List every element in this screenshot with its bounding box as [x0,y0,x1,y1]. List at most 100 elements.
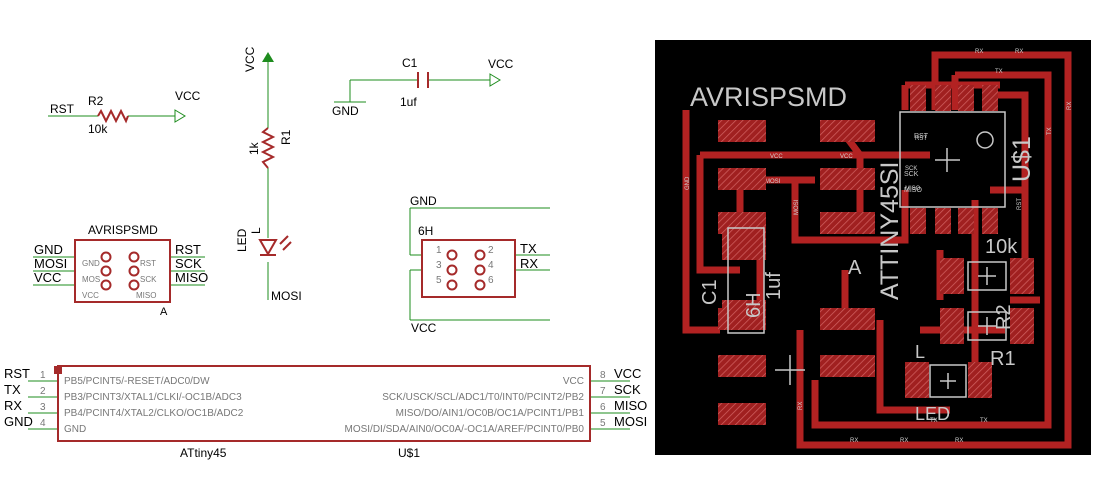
trace-label-miso-1: MISO [905,186,921,192]
avr-left-net-2: MOSI [34,256,67,271]
attiny-right-num-1: 8 [600,370,606,381]
avr-right-pin-1: RST [140,259,156,268]
attiny-right-pin-3: MISO/DO/AIN1/OC0B/OC1A/PCINT1/PB1 [396,408,585,419]
board-trace-labels: RX RX TX VCC VCC MOSI GND RST SCK MISO R… [685,49,1073,444]
attiny-pin1-marker [54,366,62,374]
attiny-left-num-4: 4 [40,418,46,429]
led-name: LED [235,228,249,252]
avr-left-net-3: VCC [34,270,61,285]
board-u1-name: U$1 [1008,136,1036,182]
avr-left-pin-2: MOS [82,275,100,284]
header-body [421,239,516,298]
header-pin-1: 1 [436,245,442,256]
attiny-right-net-2: SCK [614,382,641,397]
attiny-left-num-2: 2 [40,386,46,397]
attiny-left-pin-2: PB3/PCINT3/XTAL1/CLKI/-OC1B/ADC3 [64,392,242,403]
r1-name: R1 [279,129,293,145]
trace-label-rst-2: RST [1017,198,1023,210]
board-r1-value: 10k [985,236,1018,258]
trace-label-mosi-2: MOSI [794,199,800,215]
header-net-vcc: VCC [411,321,437,335]
silkscreen [727,111,1007,398]
attiny-left-pin-4: GND [64,424,86,435]
avr-body [74,239,171,303]
board-traces [682,51,1072,449]
header-pin-4: 4 [488,260,494,271]
attiny-right-num-3: 6 [600,402,606,413]
trace-label-rx-7: RX [798,402,804,410]
board-c1-name: C1 [699,279,721,305]
attiny-right-pin-2: SCK/USCK/SCL/ADC1/T0/INT0/PCINT2/PB2 [382,392,584,403]
c1-value: 1uf [400,95,417,109]
c1-name: C1 [402,56,418,70]
attiny-value: ATtiny45 [180,446,227,460]
trace-label-tx-2: TX [930,418,938,424]
r2-resistor-symbol [97,108,129,124]
vcc-arrow-r1 [262,52,274,62]
board-ic-pad-sck: SCK [904,171,919,178]
avr-left-pin-3: VCC [82,291,99,300]
led-net-bottom: MOSI [271,289,302,303]
board-avr-ref: A [848,257,862,279]
trace-label-rx-6: RX [1067,102,1073,110]
header-net-gnd: GND [410,194,437,208]
board-layout: RX RX TX VCC VCC MOSI GND RST SCK MISO R… [655,40,1091,455]
schematic-wires [28,60,630,430]
trace-label-tx-3: TX [980,418,988,424]
r1-value: 1k [247,141,261,155]
c1-net-left: GND [332,104,359,118]
attiny-left-net-1: RST [4,366,30,381]
board-hdr-name: 6H [743,292,765,318]
board-led-name: LED [915,404,950,424]
avr-title: AVRISPSMD [88,223,158,237]
attiny-left-net-2: TX [4,382,21,397]
avr-ref: A [160,306,168,318]
vcc-arrow-r2 [174,109,186,123]
vcc-arrow-c1 [489,73,501,87]
avr-left-pin-1: GND [82,259,100,268]
smd-pads [722,230,1034,398]
trace-label-rx-2: RX [1015,49,1023,55]
attiny-left-pin-1: PB5/PCINT5/-RESET/ADC0/DW [64,376,210,387]
attiny-right-pin-1: VCC [563,376,584,387]
trace-label-vcc-2: VCC [840,154,853,160]
attiny-right-num-4: 5 [600,418,606,429]
board-u1-value: ATTINY45SI [876,162,904,300]
attiny-left-net-3: RX [4,398,22,413]
header-net-tx: TX [520,241,537,256]
avr-right-net-2: SCK [175,256,202,271]
avr-left-net-1: GND [34,242,63,257]
attiny-left-net-4: GND [4,414,33,429]
led-symbol [258,235,292,257]
ic-pads [910,85,998,234]
header-pin-5: 5 [436,275,442,286]
attiny-name: U$1 [398,446,420,460]
r2-net-left: RST [50,102,75,116]
trace-label-gnd-1: GND [685,176,691,190]
avr-pin-circles [100,251,140,291]
avr-right-net-1: RST [175,242,201,257]
board-ic-pad-rst: RST [914,133,929,140]
attiny-right-num-2: 7 [600,386,606,397]
header-pin-circles [446,249,486,291]
board-avr-title: AVRISPSMD [690,82,847,112]
avr-right-net-3: MISO [175,270,208,285]
attiny-right-net-1: VCC [614,366,641,381]
avr-right-pin-2: SCK [140,275,157,284]
attiny-left-num-3: 3 [40,402,46,413]
trace-label-tx-1: TX [995,69,1003,75]
attiny-left-pin-3: PB4/PCINT4/XTAL2/CLKO/OC1B/ADC2 [64,408,244,419]
header-pin-3: 3 [436,260,442,271]
attiny-left-num-1: 1 [40,370,46,381]
attiny-body [57,365,591,442]
schematic-diagram: RST R2 10k VCC VCC 1k R1 LED L MOSI C1 1… [4,46,647,460]
trace-label-tx-4: TX [1047,127,1053,135]
r2-value: 10k [88,122,108,136]
attiny-right-net-3: MISO [614,398,647,413]
trace-label-rx-1: RX [975,49,983,55]
header-net-rx: RX [520,256,538,271]
board-c1-value: 1uf [763,272,785,300]
trace-label-rx-5: RX [955,438,963,444]
trace-label-mosi-1: MOSI [765,179,781,185]
c1-net-right: VCC [488,57,514,71]
